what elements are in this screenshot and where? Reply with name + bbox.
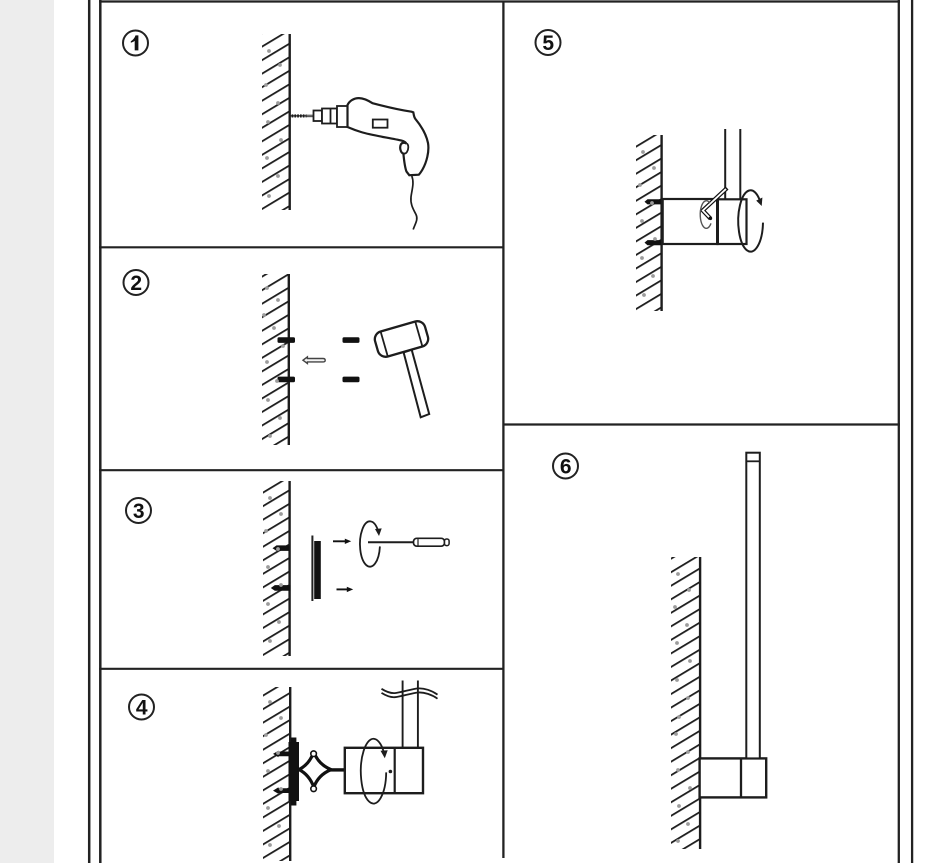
svg-text:3: 3	[133, 500, 145, 523]
svg-text:2: 2	[130, 272, 142, 295]
svg-text:5: 5	[542, 32, 554, 55]
svg-text:4: 4	[136, 697, 148, 720]
svg-text:6: 6	[560, 456, 572, 479]
